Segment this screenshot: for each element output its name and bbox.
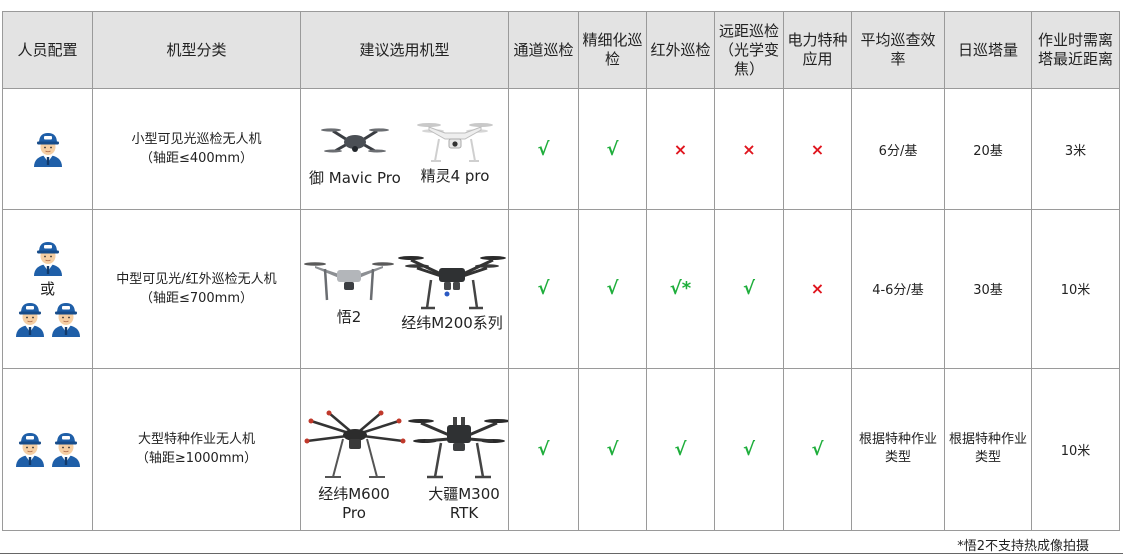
inspector-icon — [13, 431, 47, 467]
header-category: 机型分类 — [92, 11, 301, 89]
drone-mavic-icon — [320, 128, 389, 153]
inspector-icon — [31, 240, 65, 276]
header-row: 人员配置 机型分类 建议选用机型 通道巡检 精细化巡检 红外巡检 远距巡检（光学… — [2, 11, 1120, 89]
channel-mark: √ — [537, 278, 550, 300]
power-mark: × — [810, 139, 825, 159]
header-distance: 作业时需离塔最近距离 — [1031, 11, 1120, 89]
model-label: 悟2 — [336, 308, 362, 327]
efficiency-cell: 4-6分/基 — [851, 209, 945, 369]
drone-phantom-icon — [417, 123, 493, 162]
model-label: 大疆M300 RTK — [428, 484, 500, 522]
channel-cell: √ — [508, 367, 579, 532]
model-cell: 御 Mavic Pro — [300, 87, 509, 211]
header-infrared: 红外巡检 — [646, 11, 715, 89]
category-name: 小型可见光巡检无人机 — [131, 132, 262, 148]
inspector-icon — [31, 131, 65, 167]
daily-cell: 根据特种作业类型 — [944, 367, 1032, 532]
model-cell: 经纬M600 Pro — [300, 367, 509, 532]
daily-cell: 20基 — [944, 87, 1032, 211]
header-model: 建议选用机型 — [300, 11, 509, 89]
fine-cell: √ — [578, 209, 647, 369]
infrared-cell: × — [646, 87, 715, 211]
infrared-mark: √* — [669, 278, 692, 300]
inspector-icon — [49, 301, 83, 337]
staff-cell — [2, 367, 93, 532]
distance-cell: 10米 — [1031, 209, 1120, 369]
remote-mark: √ — [742, 438, 755, 460]
drone-spec-table: 人员配置 机型分类 建议选用机型 通道巡检 精细化巡检 红外巡检 远距巡检（光学… — [2, 11, 1120, 532]
drone-m200-icon — [398, 256, 506, 310]
fine-mark: √ — [606, 438, 619, 460]
table-row: 小型可见光巡检无人机 （轴距≤400mm） — [2, 87, 1120, 211]
wheelbase: （轴距≥1000mm） — [135, 451, 258, 467]
power-cell: × — [783, 87, 852, 211]
channel-cell: √ — [508, 87, 579, 211]
fine-cell: √ — [578, 87, 647, 211]
model-label: 经纬M600 Pro — [318, 484, 390, 522]
model-label: 御 Mavic Pro — [309, 169, 401, 187]
infrared-cell: √ — [646, 367, 715, 532]
category-name: 大型特种作业无人机 — [137, 432, 255, 448]
channel-mark: √ — [537, 438, 550, 460]
drone-m600-icon — [304, 410, 406, 478]
category-cell: 小型可见光巡检无人机 （轴距≤400mm） — [92, 87, 301, 211]
header-daily: 日巡塔量 — [944, 11, 1032, 89]
model-m200: 经纬M200系列 — [397, 250, 507, 333]
header-remote: 远距巡检（光学变焦） — [714, 11, 784, 89]
footnote: *悟2不支持热成像拍摄 — [957, 539, 1089, 554]
inspector-icon — [49, 431, 83, 467]
drone-inspire-icon — [304, 262, 394, 301]
model-inspire2: 悟2 — [303, 254, 395, 327]
power-mark: √ — [811, 438, 824, 460]
wheelbase: （轴距≤700mm） — [139, 290, 254, 306]
infrared-mark: √ — [674, 438, 687, 460]
remote-mark: × — [742, 139, 756, 159]
table-row: 或 中型可见光/红外巡检无人机 （轴距≤700mm） — [2, 209, 1120, 369]
daily-cell: 30基 — [944, 209, 1032, 369]
model-mavic-pro: 御 Mavic Pro — [309, 121, 401, 188]
model-m300-rtk: 大疆M300 RTK — [407, 411, 508, 523]
model-m600-pro: 经纬M600 Pro — [303, 409, 407, 523]
model-label: 经纬M200系列 — [401, 314, 503, 333]
distance-cell: 3米 — [1031, 87, 1120, 211]
fine-mark: √ — [606, 278, 619, 300]
model-cell: 悟2 — [300, 209, 509, 369]
power-mark: × — [810, 279, 825, 299]
infrared-cell: √* — [646, 209, 715, 369]
category-cell: 大型特种作业无人机 （轴距≥1000mm） — [92, 367, 301, 532]
remote-cell: × — [714, 87, 784, 211]
channel-cell: √ — [508, 209, 579, 369]
remote-mark: √ — [742, 278, 755, 300]
model-phantom4-pro: 精灵4 pro — [415, 117, 495, 186]
efficiency-cell: 6分/基 — [851, 87, 945, 211]
header-staff: 人员配置 — [2, 11, 93, 89]
table-row: 大型特种作业无人机 （轴距≥1000mm） — [2, 367, 1120, 532]
power-cell: × — [783, 209, 852, 369]
model-label: 精灵4 pro — [420, 167, 490, 185]
wheelbase: （轴距≤400mm） — [139, 151, 254, 167]
bottom-divider — [0, 553, 1123, 554]
remote-cell: √ — [714, 367, 784, 532]
fine-cell: √ — [578, 367, 647, 532]
header-fine: 精细化巡检 — [578, 11, 647, 89]
efficiency-cell: 根据特种作业类型 — [851, 367, 945, 532]
remote-cell: √ — [714, 209, 784, 369]
header-power: 电力特种应用 — [783, 11, 852, 89]
infrared-mark: × — [673, 139, 688, 159]
staff-cell — [2, 87, 93, 211]
drone-m300-icon — [408, 416, 508, 478]
or-label: 或 — [39, 280, 55, 299]
header-channel: 通道巡检 — [508, 11, 579, 89]
fine-mark: √ — [606, 138, 619, 160]
power-cell: √ — [783, 367, 852, 532]
inspector-icon — [13, 301, 47, 337]
channel-mark: √ — [537, 138, 550, 160]
category-cell: 中型可见光/红外巡检无人机 （轴距≤700mm） — [92, 209, 301, 369]
header-efficiency: 平均巡查效率 — [851, 11, 945, 89]
staff-cell: 或 — [2, 209, 93, 369]
distance-cell: 10米 — [1031, 367, 1120, 532]
category-name: 中型可见光/红外巡检无人机 — [116, 271, 277, 287]
